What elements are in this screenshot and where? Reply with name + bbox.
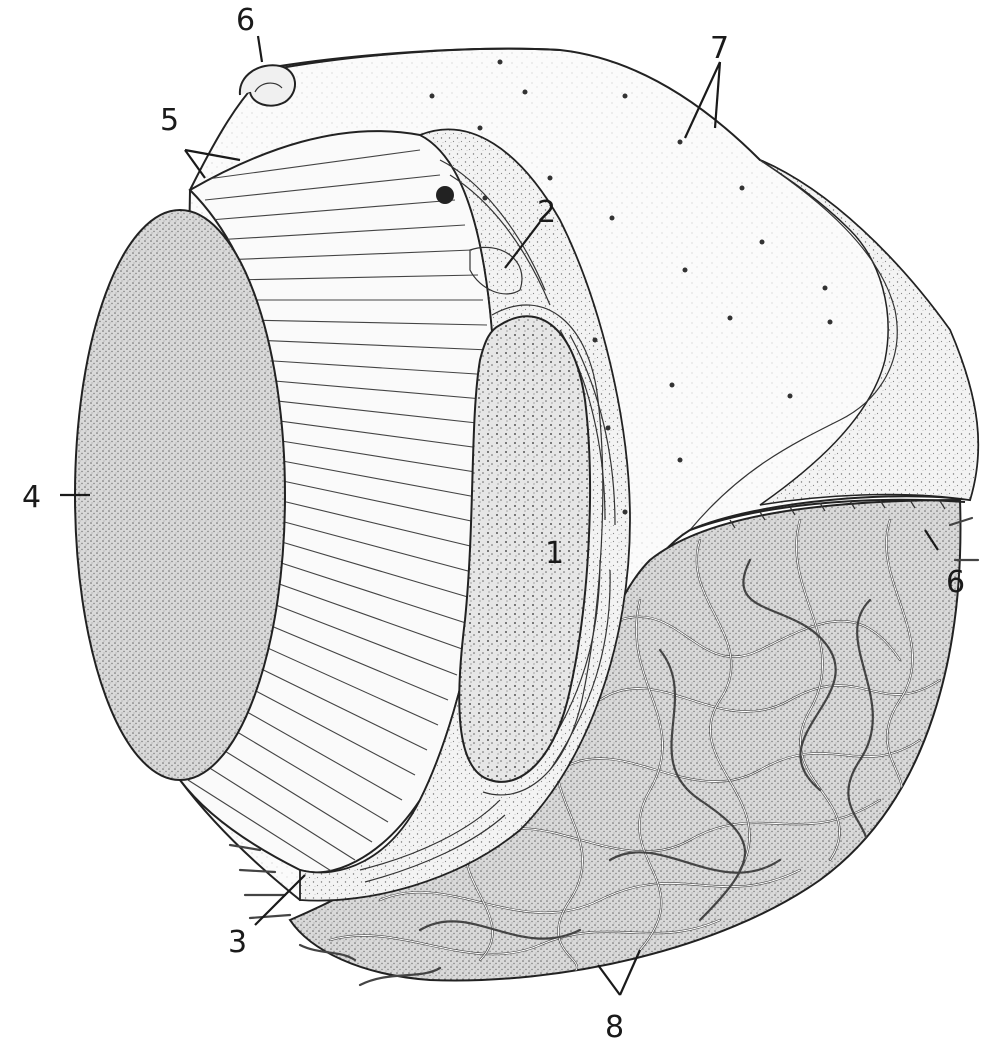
label-5: 5 [160, 103, 179, 138]
label-7: 7 [710, 31, 729, 66]
label-1: 1 [545, 536, 564, 571]
leader-6-top [258, 36, 262, 62]
apical-disc [75, 210, 285, 780]
label-3: 3 [228, 925, 247, 960]
dense-granule [436, 186, 454, 204]
label-6-top: 6 [236, 3, 255, 38]
label-2: 2 [537, 195, 556, 230]
leader-8a [598, 965, 620, 995]
label-4: 4 [22, 480, 41, 515]
label-6-right: 6 [946, 565, 965, 600]
label-8: 8 [605, 1010, 624, 1045]
